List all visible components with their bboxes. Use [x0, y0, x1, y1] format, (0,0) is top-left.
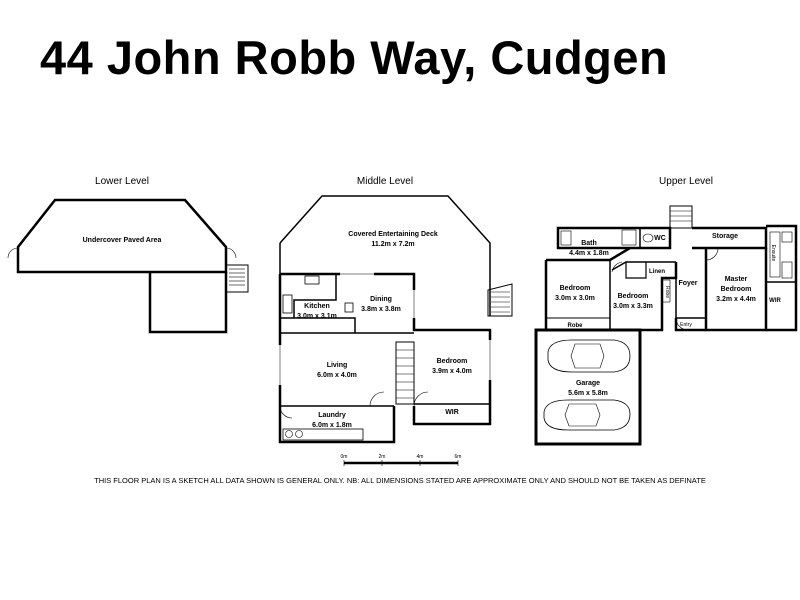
scale-label-0: 0m [341, 454, 348, 460]
kitchen-dims: 3.0m x 3.1m [297, 313, 337, 320]
dining-label: Dining [370, 296, 392, 303]
scale-label-2: 2m [379, 454, 386, 460]
page-title: 44 John Robb Way, Cudgen [40, 31, 669, 84]
foyer-label: Foyer [678, 280, 697, 287]
living-dims: 6.0m x 4.0m [317, 372, 357, 379]
deck-dims: 11.2m x 7.2m [371, 241, 414, 248]
wir-mid-label: WIR [445, 409, 459, 416]
bedroom2-label: Bedroom [618, 293, 649, 300]
ensuite-label: Ensuite [770, 245, 776, 262]
entry-label: Entry [680, 322, 692, 328]
robe-label: Robe [568, 323, 584, 329]
bedroom1-label: Bedroom [560, 285, 591, 292]
bedroom2-dims: 3.0m x 3.3m [613, 303, 653, 310]
linen-label: Linen [649, 269, 665, 275]
living-label: Living [327, 362, 348, 369]
bath-dims: 4.4m x 1.8m [569, 250, 609, 257]
laundry-dims: 6.0m x 1.8m [312, 422, 352, 429]
middle-level-plan [278, 195, 513, 444]
laundry-label: Laundry [318, 412, 346, 419]
master-label-2: Bedroom [721, 286, 752, 293]
scale-bar [343, 460, 459, 466]
deck-label: Covered Entertaining Deck [348, 231, 438, 238]
storage-label: Storage [712, 233, 738, 240]
lower-level-label: Lower Level [95, 176, 149, 187]
upper-level-plan [534, 205, 798, 446]
kitchen-label: Kitchen [304, 303, 330, 310]
garage-label: Garage [576, 380, 600, 387]
upper-level-label: Upper Level [659, 176, 713, 187]
bath-label: Bath [581, 240, 597, 247]
dining-dims: 3.8m x 3.8m [361, 306, 401, 313]
wir-upper-label: WIR [769, 298, 781, 304]
master-dims: 3.2m x 4.4m [716, 296, 756, 303]
scale-label-4: 4m [417, 454, 424, 460]
scale-label-6: 6m [455, 454, 462, 460]
wc-label: WC [654, 235, 666, 242]
bedroom-mid-dims: 3.9m x 4.0m [432, 368, 472, 375]
middle-level-label: Middle Level [357, 176, 413, 187]
bedroom1-dims: 3.0m x 3.0m [555, 295, 595, 302]
garage-dims: 5.6m x 5.8m [568, 390, 608, 397]
bedroom-mid-label: Bedroom [437, 358, 468, 365]
lower-level-plan [7, 198, 249, 334]
disclaimer-text: THIS FLOOR PLAN IS A SKETCH ALL DATA SHO… [94, 476, 706, 485]
robe-vertical-label: Robe [664, 286, 670, 298]
undercover-label: Undercover Paved Area [83, 237, 162, 244]
master-label: Master [725, 276, 748, 283]
